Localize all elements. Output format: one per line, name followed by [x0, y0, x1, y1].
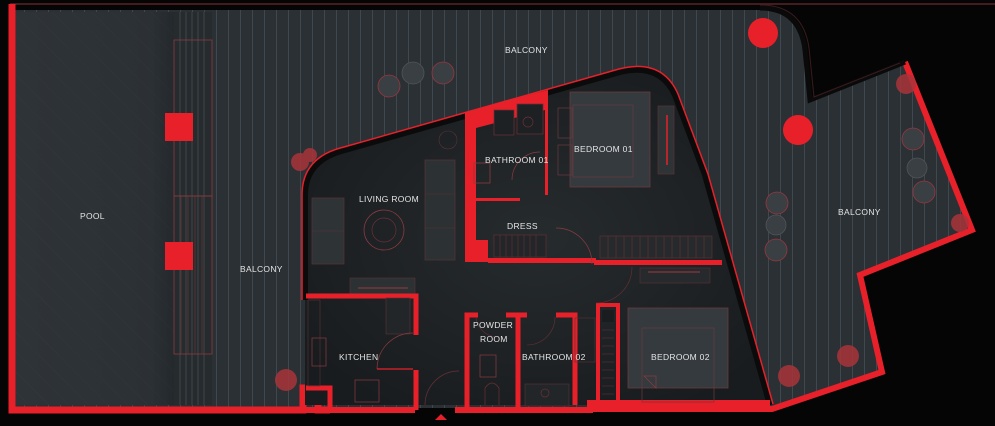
label-bathroom-01: BATHROOM 01 [485, 155, 549, 165]
label-balcony-north: BALCONY [505, 45, 548, 55]
label-dress: DRESS [507, 221, 538, 231]
label-powder-room-2: ROOM [480, 334, 508, 344]
label-bathroom-02: BATHROOM 02 [522, 352, 586, 362]
label-kitchen: KITCHEN [339, 352, 378, 362]
pool-steps-lower [173, 195, 213, 355]
shower [493, 109, 515, 136]
door-swing-entrance [424, 370, 460, 406]
label-powder-room-1: POWDER [473, 320, 513, 330]
label-bedroom-02: BEDROOM 02 [651, 352, 710, 362]
plants [275, 74, 969, 391]
powder-bath02-walls [464, 312, 578, 410]
door-swing-bath01 [511, 151, 541, 181]
toilet [473, 162, 491, 184]
label-pool: POOL [80, 211, 105, 221]
door-swing-dress [555, 227, 593, 265]
entrance-arrow-icon [435, 414, 447, 420]
column-round-2 [783, 115, 813, 145]
coffee-table [363, 209, 405, 251]
interior-wall-south [305, 400, 770, 413]
glazing-wall [302, 66, 773, 406]
column-square-2 [165, 242, 193, 270]
label-balcony-west: BALCONY [240, 264, 283, 274]
tv-unit-01 [657, 105, 675, 175]
label-bedroom-01: BEDROOM 01 [574, 144, 633, 154]
powder-toilet [484, 382, 500, 405]
label-living-room: LIVING ROOM [359, 194, 419, 204]
outdoor-chairs-north [377, 61, 455, 98]
bedroom-02-walls [596, 303, 620, 405]
fridge [385, 297, 411, 335]
column-square-1 [165, 113, 193, 141]
bed-01 [569, 91, 651, 188]
sofa-2 [424, 159, 456, 261]
outer-wall-east [590, 60, 976, 412]
column-round-1 [748, 18, 778, 48]
kitchen-walls [306, 293, 419, 410]
door-swing-kitchen [376, 332, 414, 370]
sink [354, 379, 380, 403]
bathtub-02 [524, 383, 570, 407]
outdoor-chairs-east [764, 127, 936, 262]
cooktop [311, 337, 327, 367]
powder-basin [479, 354, 497, 378]
bed-02 [627, 307, 729, 389]
label-balcony-east: BALCONY [838, 207, 881, 217]
